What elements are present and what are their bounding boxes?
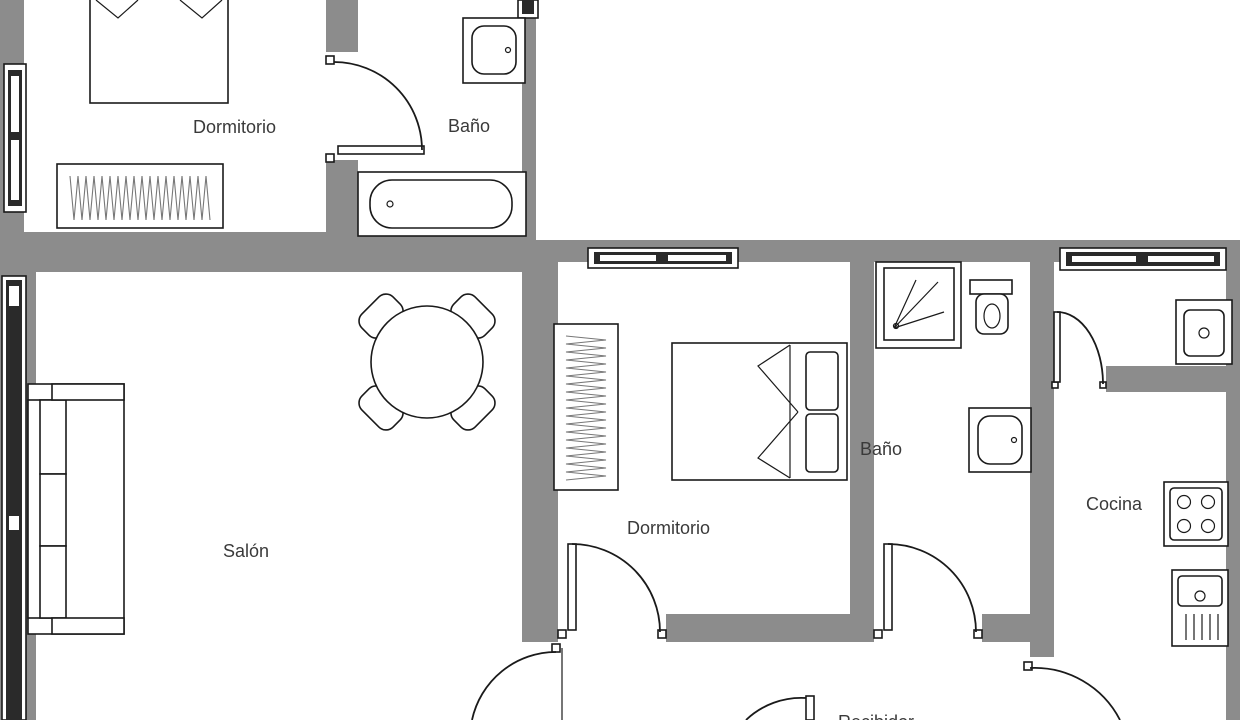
toilet [969, 279, 1013, 335]
label-bath-mid: Baño [860, 439, 902, 459]
sofa [27, 383, 125, 635]
wall-bedroom-bath-mid [850, 262, 874, 642]
window-bedroom-top [3, 63, 27, 213]
door-living-hall[interactable] [471, 643, 563, 720]
double-bed-top [89, 0, 229, 104]
bath-top-fixtures [357, 17, 527, 237]
wall-bedroom-bath-top-lower [326, 160, 358, 240]
bedroom-top-furniture [56, 0, 229, 229]
label-bedroom-mid: Dormitorio [627, 518, 710, 538]
shower-tray [875, 261, 962, 349]
label-hall: Recibidor [838, 712, 914, 720]
wardrobe-mid [553, 323, 619, 491]
door-hall-kitchen[interactable] [1023, 661, 1121, 720]
kitchen-fixtures [1051, 299, 1233, 647]
wall-horizontal-main [0, 232, 536, 272]
wall-bath-kitchen [1030, 262, 1054, 657]
dining-table [358, 293, 496, 431]
bathtub-top [357, 171, 527, 237]
window-bedroom-mid [587, 247, 739, 269]
label-bedroom-top: Dormitorio [193, 117, 276, 137]
label-kitchen: Cocina [1086, 494, 1143, 514]
wall-kitchen-nook [1106, 366, 1226, 392]
door-bedroom-bath-top[interactable] [325, 55, 425, 163]
round-table [370, 305, 484, 419]
window-bath-top [517, 0, 539, 19]
wardrobe-top [56, 163, 224, 229]
door-bedroom-mid[interactable] [557, 543, 667, 639]
wall-hall-top [666, 614, 862, 642]
washbasin-mid [968, 407, 1032, 473]
kitchen-sink-nook [1175, 299, 1233, 365]
wall-bedroom-bath-top [326, 0, 358, 52]
door-kitchen-nook[interactable] [1051, 311, 1107, 389]
bedroom-mid-furniture [553, 323, 848, 491]
wall-living-bedroom [522, 262, 558, 642]
washbasin-top [462, 17, 526, 84]
wall-hall-top-right [982, 614, 1042, 642]
window-kitchen [1059, 247, 1227, 271]
bath-mid-fixtures [875, 261, 1032, 473]
living-furniture [27, 293, 496, 635]
label-living: Salón [223, 541, 269, 561]
door-bath-mid[interactable] [873, 543, 983, 639]
label-bath-top: Baño [448, 116, 490, 136]
double-bed-mid [671, 342, 848, 481]
door-hall-entrance[interactable] [745, 695, 815, 720]
window-living [1, 275, 27, 720]
kitchen-sink-oven [1171, 569, 1229, 647]
cooktop [1163, 481, 1229, 547]
